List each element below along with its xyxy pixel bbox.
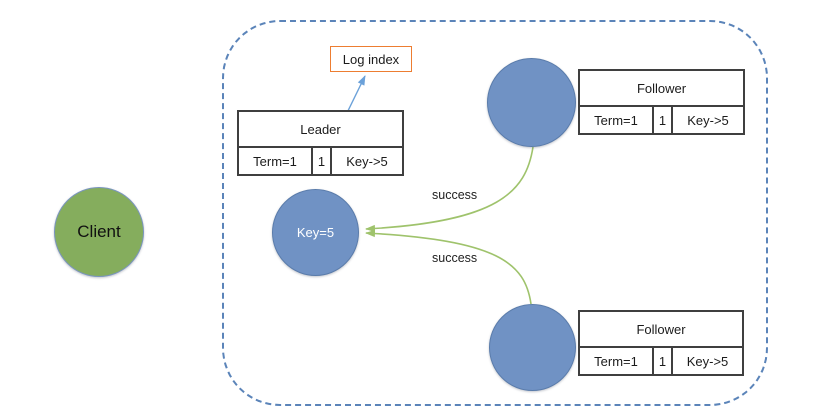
leader-table: Leader Term=1 1 Key->5	[237, 110, 404, 176]
leader-title: Leader	[239, 112, 402, 148]
leader-key-node: Key=5	[272, 189, 359, 276]
key-label: Key=5	[296, 225, 335, 240]
follower-top-title: Follower	[580, 71, 743, 107]
follower-table-bottom: Follower Term=1 1 Key->5	[578, 310, 744, 376]
leader-entry-cell: Key->5	[346, 153, 388, 169]
follower-bottom-term-cell: Term=1	[580, 348, 654, 374]
follower-node-bottom	[489, 304, 576, 391]
follower-bottom-title: Follower	[580, 312, 742, 348]
follower-bottom-entry-cell: Key->5	[686, 353, 729, 369]
follower-bottom-index-cell: 1	[654, 348, 673, 374]
follower-top-log-row: Term=1 1 Key->5	[580, 107, 743, 133]
client-node: Client	[54, 187, 144, 277]
follower-top-term-cell: Term=1	[580, 107, 654, 133]
client-label: Client	[77, 222, 121, 241]
follower-bottom-log-row: Term=1 1 Key->5	[580, 348, 742, 374]
success-label-bottom: success	[432, 251, 478, 265]
follower-node-top	[487, 58, 576, 147]
follower-top-index-cell: 1	[654, 107, 673, 133]
log-index-callout: Log index	[330, 46, 412, 72]
leader-log-row: Term=1 1 Key->5	[239, 148, 402, 174]
follower-top-entry-cell: Key->5	[687, 112, 729, 128]
cluster-boundary	[222, 20, 768, 406]
follower-table-top: Follower Term=1 1 Key->5	[578, 69, 745, 135]
success-label-top: success	[432, 188, 478, 202]
leader-term-cell: Term=1	[239, 148, 313, 174]
leader-index-cell: 1	[313, 148, 332, 174]
log-index-label: Log index	[342, 51, 400, 67]
